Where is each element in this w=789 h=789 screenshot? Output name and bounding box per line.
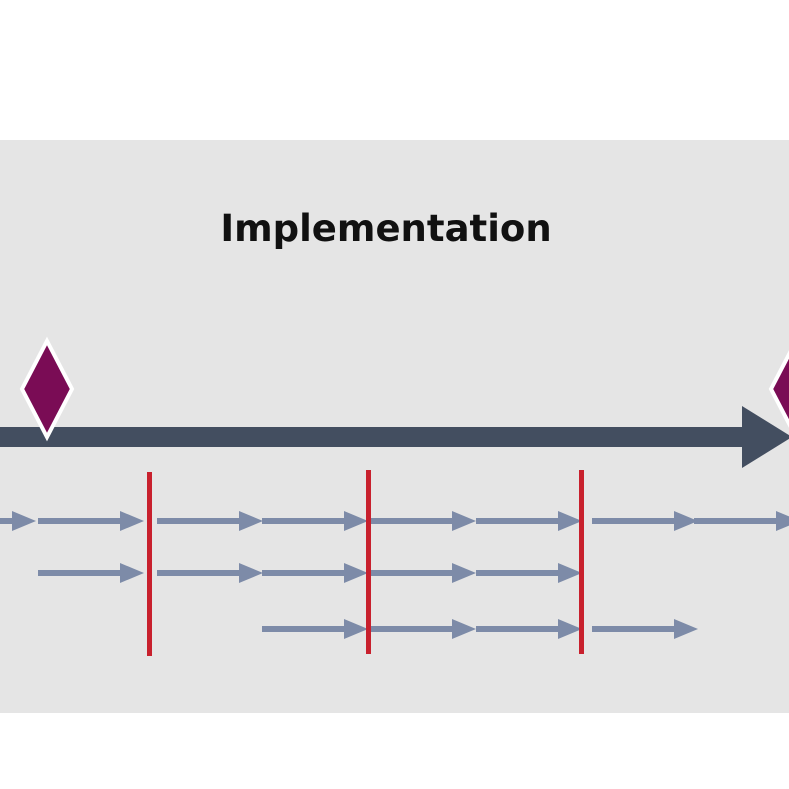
task-arrow (157, 511, 263, 531)
task-arrow (592, 619, 698, 639)
task-arrow (370, 511, 476, 531)
task-arrow (370, 563, 476, 583)
milestone-diamond-start (19, 336, 75, 442)
iteration-divider (579, 470, 584, 654)
iteration-divider (366, 470, 371, 654)
iteration-dividers (147, 470, 584, 656)
task-arrow (370, 619, 476, 639)
task-arrow (262, 511, 368, 531)
task-arrow (38, 511, 144, 531)
task-arrow (262, 563, 368, 583)
task-arrow (476, 511, 582, 531)
task-arrow (476, 563, 582, 583)
milestone-diamond-end (768, 350, 789, 428)
iteration-divider (147, 472, 152, 656)
task-arrow (476, 619, 582, 639)
phase-panel (0, 140, 789, 713)
task-arrow (694, 511, 789, 531)
task-arrow (592, 511, 698, 531)
phase-title: Implementation (220, 207, 551, 250)
task-arrows (0, 511, 789, 639)
task-arrow (157, 563, 263, 583)
task-arrow (38, 563, 144, 583)
timeline-arrowhead (742, 406, 789, 468)
task-arrow (262, 619, 368, 639)
main-timeline (0, 406, 789, 468)
task-arrow (0, 511, 36, 531)
timeline-bar (0, 427, 748, 447)
